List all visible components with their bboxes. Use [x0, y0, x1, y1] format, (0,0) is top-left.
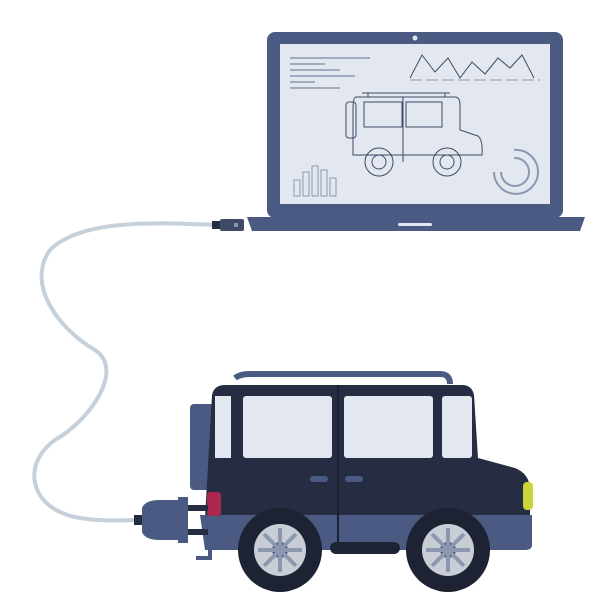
car-blueprint — [345, 92, 483, 177]
wheel — [238, 508, 322, 592]
usb-plug — [212, 219, 244, 231]
donut-chart — [493, 148, 539, 195]
text-lines — [290, 57, 370, 89]
door-handle — [345, 476, 363, 482]
suv-car — [190, 371, 533, 592]
window — [344, 396, 433, 458]
front-window — [442, 396, 472, 458]
bar-graph — [293, 165, 337, 197]
head-light — [523, 482, 533, 510]
usb-cable — [32, 221, 216, 523]
line-graph — [409, 54, 535, 79]
rear-window — [215, 396, 231, 458]
webcam-icon — [412, 35, 418, 41]
tail-light — [207, 492, 221, 516]
window — [243, 396, 332, 458]
roof-rack — [233, 371, 453, 385]
power-plug — [134, 497, 212, 560]
wheel — [406, 508, 490, 592]
door-handle — [310, 476, 328, 482]
laptop — [247, 32, 585, 231]
